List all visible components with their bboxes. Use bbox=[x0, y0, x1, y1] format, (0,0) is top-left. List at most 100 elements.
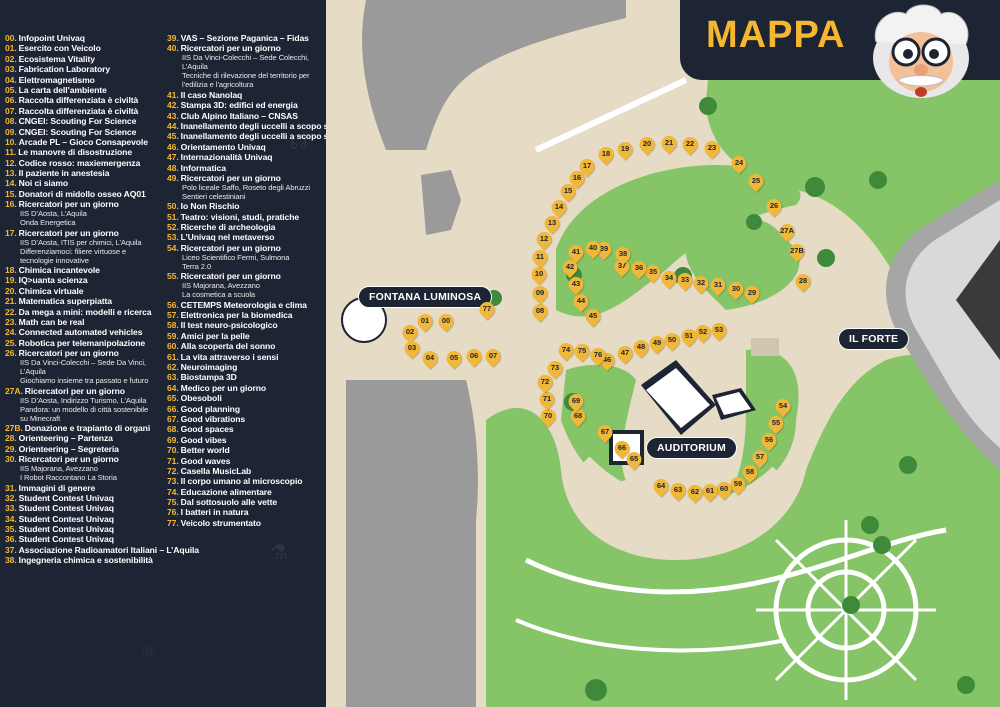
stand-pin[interactable]: 07 bbox=[482, 345, 504, 368]
legend-entry-number: 64. bbox=[167, 382, 179, 393]
stand-pin[interactable]: 48 bbox=[630, 336, 652, 359]
stand-pin[interactable]: 54 bbox=[772, 395, 794, 418]
stand-pin[interactable]: 75 bbox=[571, 340, 593, 363]
stand-pin[interactable]: 58 bbox=[739, 461, 761, 484]
stand-pin[interactable]: 25 bbox=[745, 170, 767, 193]
stand-pin[interactable]: 24 bbox=[728, 152, 750, 175]
stand-pin[interactable]: 12 bbox=[533, 228, 555, 251]
stand-pin[interactable]: 04 bbox=[419, 347, 441, 370]
stand-pin[interactable]: 73 bbox=[544, 357, 566, 380]
stand-pin[interactable]: 00 bbox=[435, 310, 457, 333]
stand-pin[interactable]: 42 bbox=[559, 256, 581, 279]
stand-pin[interactable]: 34 bbox=[658, 267, 680, 290]
legend-entry: 20.Chimica virtuale bbox=[5, 286, 157, 296]
stand-pin[interactable]: 23 bbox=[701, 137, 723, 160]
stand-pin[interactable]: 59 bbox=[727, 473, 749, 496]
legend-entry-number: 00. bbox=[5, 33, 17, 43]
legend-entry-number: 43. bbox=[167, 110, 179, 121]
legend-entry: 32.Student Contest Univaq bbox=[5, 493, 157, 503]
stand-pin[interactable]: 35 bbox=[642, 261, 664, 284]
stand-pin[interactable]: 43 bbox=[565, 273, 587, 296]
stand-pin[interactable]: 27A bbox=[776, 220, 798, 243]
legend-entry-number: 25. bbox=[5, 337, 17, 348]
stand-pin[interactable]: 66 bbox=[611, 437, 633, 460]
stand-pin[interactable]: 10 bbox=[528, 263, 550, 286]
stand-pin[interactable]: 38 bbox=[612, 243, 634, 266]
stand-pin[interactable]: 26 bbox=[763, 195, 785, 218]
stand-pin[interactable]: 22 bbox=[679, 133, 701, 156]
stand-pin[interactable]: 40 bbox=[582, 237, 604, 260]
stand-pin[interactable]: 33 bbox=[674, 269, 696, 292]
stand-pin[interactable]: 67 bbox=[594, 421, 616, 444]
stand-pin[interactable]: 52 bbox=[692, 321, 714, 344]
stand-pin[interactable]: 21 bbox=[658, 132, 680, 155]
stand-pin[interactable]: 71 bbox=[536, 388, 558, 411]
stand-pin[interactable]: 63 bbox=[667, 479, 689, 502]
stand-pin[interactable]: 28 bbox=[792, 270, 814, 293]
legend-entry: 77.Veicolo strumentato bbox=[167, 518, 319, 528]
stand-pin[interactable]: 44 bbox=[570, 290, 592, 313]
stand-pin[interactable]: 56 bbox=[758, 429, 780, 452]
stand-pin[interactable]: 69 bbox=[565, 390, 587, 413]
legend-entry-number: 72. bbox=[167, 465, 179, 476]
stand-pin[interactable]: 39 bbox=[593, 238, 615, 261]
stand-pin[interactable]: 64 bbox=[650, 475, 672, 498]
stand-pin[interactable]: 16 bbox=[566, 167, 588, 190]
stand-pin[interactable]: 74 bbox=[555, 339, 577, 362]
stand-pin[interactable]: 46 bbox=[596, 349, 618, 372]
stand-pin[interactable]: 60 bbox=[713, 478, 735, 501]
stand-pin[interactable]: 57 bbox=[749, 446, 771, 469]
stand-pin[interactable]: 45 bbox=[582, 305, 604, 328]
stand-pin[interactable]: 72 bbox=[534, 371, 556, 394]
stand-pin[interactable]: 08 bbox=[529, 300, 551, 323]
legend-entry-number: 35. bbox=[5, 524, 17, 535]
building-small-gray bbox=[421, 170, 461, 235]
stand-pin[interactable]: 20 bbox=[636, 133, 658, 156]
stand-pin[interactable]: 30 bbox=[725, 278, 747, 301]
stand-pin[interactable]: 70 bbox=[537, 405, 559, 428]
stand-pin[interactable]: 03 bbox=[401, 337, 423, 360]
legend-entry: 11.Le manovre di disostruzione bbox=[5, 147, 157, 157]
stand-pin[interactable]: 49 bbox=[646, 332, 668, 355]
stand-pin[interactable]: 37 bbox=[611, 255, 633, 278]
stand-pin[interactable]: 77 bbox=[476, 298, 498, 321]
stand-pin[interactable]: 53 bbox=[708, 319, 730, 342]
legend-entry-number: 23. bbox=[5, 316, 17, 327]
stand-pin[interactable]: 17 bbox=[576, 155, 598, 178]
stand-pin[interactable]: 36 bbox=[628, 257, 650, 280]
legend-entry-name: Ricercatori per un giorno bbox=[18, 454, 119, 465]
stand-pin[interactable]: 47 bbox=[614, 342, 636, 365]
stand-pin[interactable]: 50 bbox=[661, 329, 683, 352]
legend-entry-name: Veicolo strumentato bbox=[180, 517, 261, 528]
stand-pin[interactable]: 18 bbox=[595, 143, 617, 166]
stand-pin[interactable]: 68 bbox=[567, 405, 589, 428]
stand-pin[interactable]: 15 bbox=[557, 180, 579, 203]
stand-pin[interactable]: 11 bbox=[529, 246, 551, 269]
stand-pin[interactable]: 29 bbox=[741, 282, 763, 305]
stand-pin[interactable]: 65 bbox=[623, 448, 645, 471]
stand-pin[interactable]: 31 bbox=[707, 274, 729, 297]
stand-pin[interactable]: 13 bbox=[541, 212, 563, 235]
stand-pin[interactable]: 41 bbox=[565, 241, 587, 264]
legend-entry: 71.Good waves bbox=[167, 456, 319, 466]
stand-pin[interactable]: 27B bbox=[786, 240, 808, 263]
stand-pin[interactable]: 62 bbox=[684, 481, 706, 504]
stand-pin[interactable]: 55 bbox=[765, 412, 787, 435]
stand-pin[interactable]: 01 bbox=[414, 310, 436, 333]
legend-entry-number: 77. bbox=[167, 517, 179, 528]
stand-pin[interactable]: 09 bbox=[529, 282, 551, 305]
stand-pin[interactable]: 05 bbox=[443, 347, 465, 370]
legend-entry-name: Informatica bbox=[180, 162, 226, 173]
stand-pin[interactable]: 19 bbox=[614, 138, 636, 161]
stand-pin[interactable]: 32 bbox=[690, 272, 712, 295]
pin-number: 23 bbox=[707, 143, 717, 152]
legend-entry-number: 01. bbox=[5, 43, 17, 54]
legend-entry-name: Le manovre di disostruzione bbox=[18, 147, 133, 158]
stand-pin[interactable]: 51 bbox=[678, 325, 700, 348]
stand-pin[interactable]: 76 bbox=[587, 344, 609, 367]
stand-pin[interactable]: 02 bbox=[399, 321, 421, 344]
stand-pin[interactable]: 14 bbox=[548, 196, 570, 219]
stand-pin[interactable]: 61 bbox=[699, 480, 721, 503]
stand-pin[interactable]: 06 bbox=[463, 345, 485, 368]
